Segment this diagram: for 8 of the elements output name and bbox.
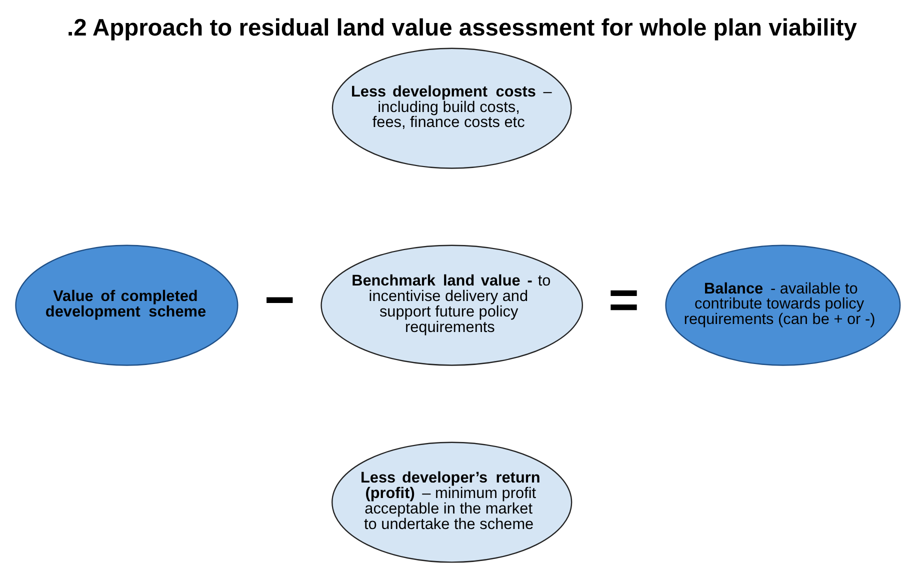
- node-ellipse: Balance - available to contribute towards policy requirements (can be + or -): [664, 244, 900, 366]
- label: =: [608, 271, 638, 330]
- node-ellipse: Less development costs – including build costs, fees, finance costs etc: [331, 48, 572, 169]
- node-ellipse: Less developer’s return (profit) – minimum profit acceptable in the market to undertake the scheme: [331, 442, 572, 563]
- node-ellipse: Benchmark land value - to incentivise delivery and support future policy requirements: [320, 244, 583, 366]
- label: −: [264, 271, 294, 330]
- node-ellipse: Value of completed development scheme: [14, 244, 238, 366]
- diagram-title: .2 Approach to residual land value assessment for whole plan viability: [66, 15, 856, 42]
